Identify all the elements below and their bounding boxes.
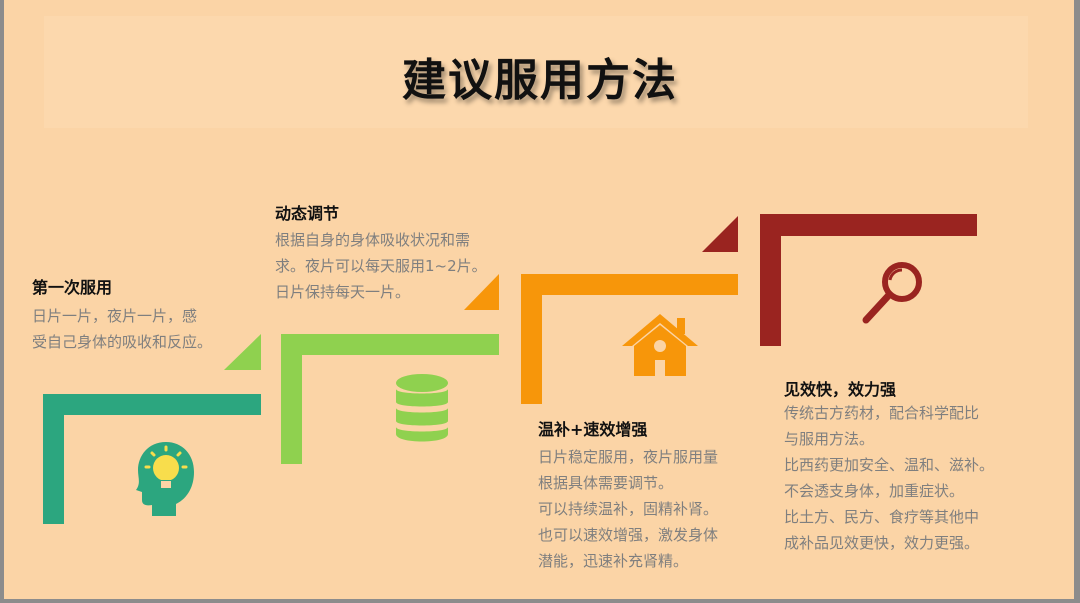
step-2-line: 日片保持每天一片。 [275, 283, 411, 301]
step-2-line: 求。夜片可以每天服用1~2片。 [275, 257, 487, 275]
magnifier-icon [862, 262, 922, 324]
step-2-bracket [281, 334, 499, 464]
step-3-heading: 温补+速效增强 [538, 420, 648, 439]
step-1-line: 日片一片，夜片一片，感 [32, 307, 198, 325]
step-2-heading: 动态调节 [275, 204, 340, 223]
step-3-line: 根据具体需要调节。 [538, 474, 674, 492]
step-3-shape [521, 216, 738, 404]
step-2-line: 根据自身的身体吸收状况和需 [275, 231, 471, 249]
step-4-description: 传统古方药材，配合科学配比 与服用方法。 比西药更加安全、温和、滋补。 不会透支… [784, 400, 994, 556]
database-icon [396, 374, 448, 442]
head-lightbulb-icon [136, 442, 194, 516]
step-4-line: 不会透支身体，加重症状。 [784, 482, 965, 500]
step-1-corner-triangle [224, 334, 261, 370]
page-title: 建议服用方法 [402, 55, 678, 106]
step-2-description: 根据自身的身体吸收状况和需 求。夜片可以每天服用1~2片。 日片保持每天一片。 [275, 227, 487, 305]
step-3-line: 潜能，迅速补充肾精。 [538, 552, 689, 570]
step-4-line: 与服用方法。 [784, 430, 875, 448]
home-icon [622, 314, 698, 376]
step-4-bracket [760, 214, 977, 346]
step-1-line: 受自己身体的吸收和反应。 [32, 333, 213, 351]
title-band [44, 16, 1028, 128]
step-1-heading: 第一次服用 [32, 278, 113, 297]
step-1-description: 日片一片，夜片一片，感 受自己身体的吸收和反应。 [32, 303, 212, 355]
step-4-shape [760, 214, 977, 346]
step-3-line: 也可以速效增强，激发身体 [538, 526, 719, 544]
step-4-line: 成补品见效更快，效力更强。 [784, 534, 980, 552]
step-3-line: 日片稳定服用，夜片服用量 [538, 448, 719, 466]
step-2-corner-triangle [464, 274, 499, 310]
step-3-line: 可以持续温补，固精补肾。 [538, 500, 719, 518]
step-2-shape [281, 274, 499, 464]
step-4-line: 比西药更加安全、温和、滋补。 [784, 456, 995, 474]
step-4-heading: 见效快，效力强 [784, 380, 897, 399]
step-3-description: 日片稳定服用，夜片服用量 根据具体需要调节。 可以持续温补，固精补肾。 也可以速… [538, 444, 718, 574]
step-3-bracket [521, 274, 738, 404]
step-4-line: 比土方、民方、食疗等其他中 [784, 508, 980, 526]
step-4-line: 传统古方药材，配合科学配比 [784, 404, 980, 422]
step-1-shape [43, 334, 261, 524]
step-1-bracket [43, 394, 261, 524]
step-3-corner-triangle [702, 216, 738, 252]
